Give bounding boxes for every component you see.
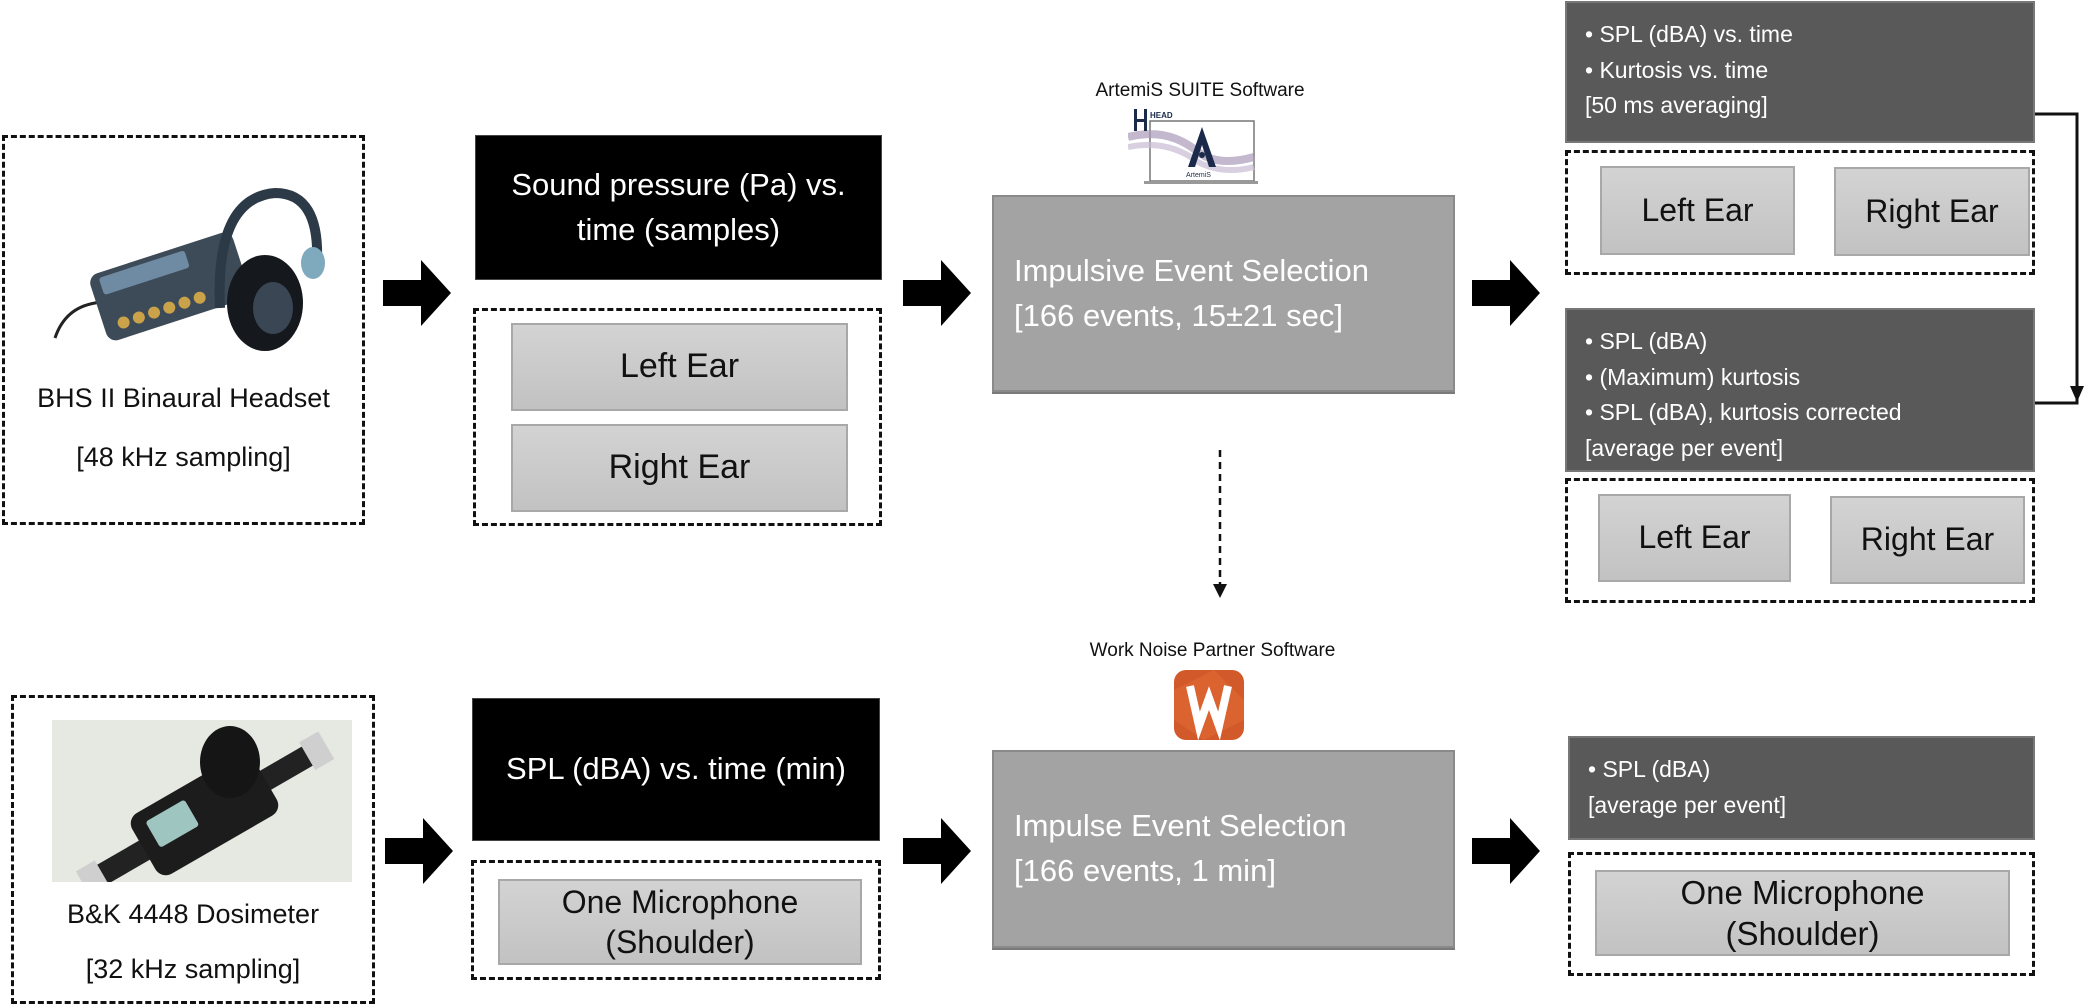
wnp-software-label: Work Noise Partner Software	[1089, 640, 1336, 661]
signal-type-box: SPL (dBA) vs. time (min)	[472, 698, 880, 841]
output-bullet: • SPL (dBA)	[1588, 756, 1711, 782]
channel-shoulder-microphone: One Microphone (Shoulder)	[1595, 870, 2010, 956]
svg-text:HEAD: HEAD	[1150, 111, 1173, 120]
output-per-event-box: • SPL (dBA) [average per event]	[1568, 736, 2035, 840]
signal-type-line2: time (samples)	[576, 211, 781, 247]
event-selection-detail: [166 events, 15±21 sec]	[1014, 297, 1343, 333]
flow-arrow-icon	[1472, 816, 1542, 886]
output-time-series-box: • SPL (dBA) vs. time • Kurtosis vs. time…	[1565, 1, 2035, 143]
output-bullet: • SPL (dBA)	[1585, 328, 1708, 354]
headset-sampling-rate: [48 kHz sampling]	[76, 442, 291, 472]
artemis-suite-logo-icon: HEAD ArtemiS	[1128, 107, 1258, 185]
event-selection-title: Impulse Event Selection	[1014, 808, 1347, 844]
dosimeter-icon	[52, 720, 352, 882]
headset-with-recorder-icon	[45, 168, 335, 358]
event-selection-box: Impulsive Event Selection [166 events, 1…	[992, 195, 1455, 392]
output-bullet: • SPL (dBA), kurtosis corrected	[1585, 399, 1902, 426]
output-event-channel-group: Left Ear Right Ear	[1565, 478, 2035, 603]
channel-left-ear: Left Ear	[1600, 166, 1795, 255]
output-note: [average per event]	[1585, 434, 1784, 461]
channel-group: Left Ear Right Ear	[473, 308, 882, 526]
flow-arrow-icon	[903, 816, 973, 886]
output-per-event-box: • SPL (dBA) • (Maximum) kurtosis • SPL (…	[1565, 308, 2035, 472]
channel-right-ear: Right Ear	[1834, 167, 2030, 256]
channel-left-ear: Left Ear	[1598, 494, 1791, 582]
signal-type-line1: Sound pressure (Pa) vs.	[511, 166, 846, 202]
output-time-channel-group: Left Ear Right Ear	[1565, 150, 2035, 275]
channel-shoulder-microphone: One Microphone (Shoulder)	[498, 879, 862, 965]
channel-group: One Microphone (Shoulder)	[471, 860, 881, 980]
dosimeter-sampling-rate: [32 kHz sampling]	[85, 954, 301, 984]
channel-right-ear: Right Ear	[511, 424, 848, 512]
connector-arrow-icon	[2035, 108, 2100, 408]
output-note: [average per event]	[1588, 791, 1787, 818]
headset-device-box: BHS II Binaural Headset [48 kHz sampling…	[2, 135, 365, 525]
flow-arrow-icon	[1472, 258, 1542, 328]
dashed-down-arrow-icon	[1210, 450, 1230, 598]
output-note: [50 ms averaging]	[1585, 92, 1768, 119]
dosimeter-device-box: B&K 4448 Dosimeter [32 kHz sampling]	[11, 695, 375, 1004]
dosimeter-name: B&K 4448 Dosimeter	[66, 899, 320, 929]
output-bullet: • Kurtosis vs. time	[1585, 56, 1769, 83]
flow-arrow-icon	[385, 816, 455, 886]
artemis-software-label: ArtemiS SUITE Software	[1095, 80, 1305, 101]
work-noise-partner-logo-icon	[1174, 670, 1244, 740]
headset-name: BHS II Binaural Headset	[37, 383, 330, 413]
channel-right-ear: Right Ear	[1830, 496, 2025, 584]
flow-arrow-icon	[903, 258, 973, 328]
signal-type-box: Sound pressure (Pa) vs. time (samples)	[475, 135, 882, 280]
event-selection-title: Impulsive Event Selection	[1014, 252, 1369, 288]
event-selection-box: Impulse Event Selection [166 events, 1 m…	[992, 750, 1455, 948]
svg-text:ArtemiS: ArtemiS	[1186, 172, 1211, 179]
output-event-channel-group: One Microphone (Shoulder)	[1568, 852, 2035, 976]
output-bullet: • (Maximum) kurtosis	[1585, 363, 1801, 390]
signal-type-line1: SPL (dBA) vs. time (min)	[506, 751, 846, 787]
channel-left-ear: Left Ear	[511, 323, 848, 411]
output-bullet: • SPL (dBA) vs. time	[1585, 21, 1793, 47]
flow-arrow-icon	[383, 258, 453, 328]
event-selection-detail: [166 events, 1 min]	[1014, 853, 1276, 888]
